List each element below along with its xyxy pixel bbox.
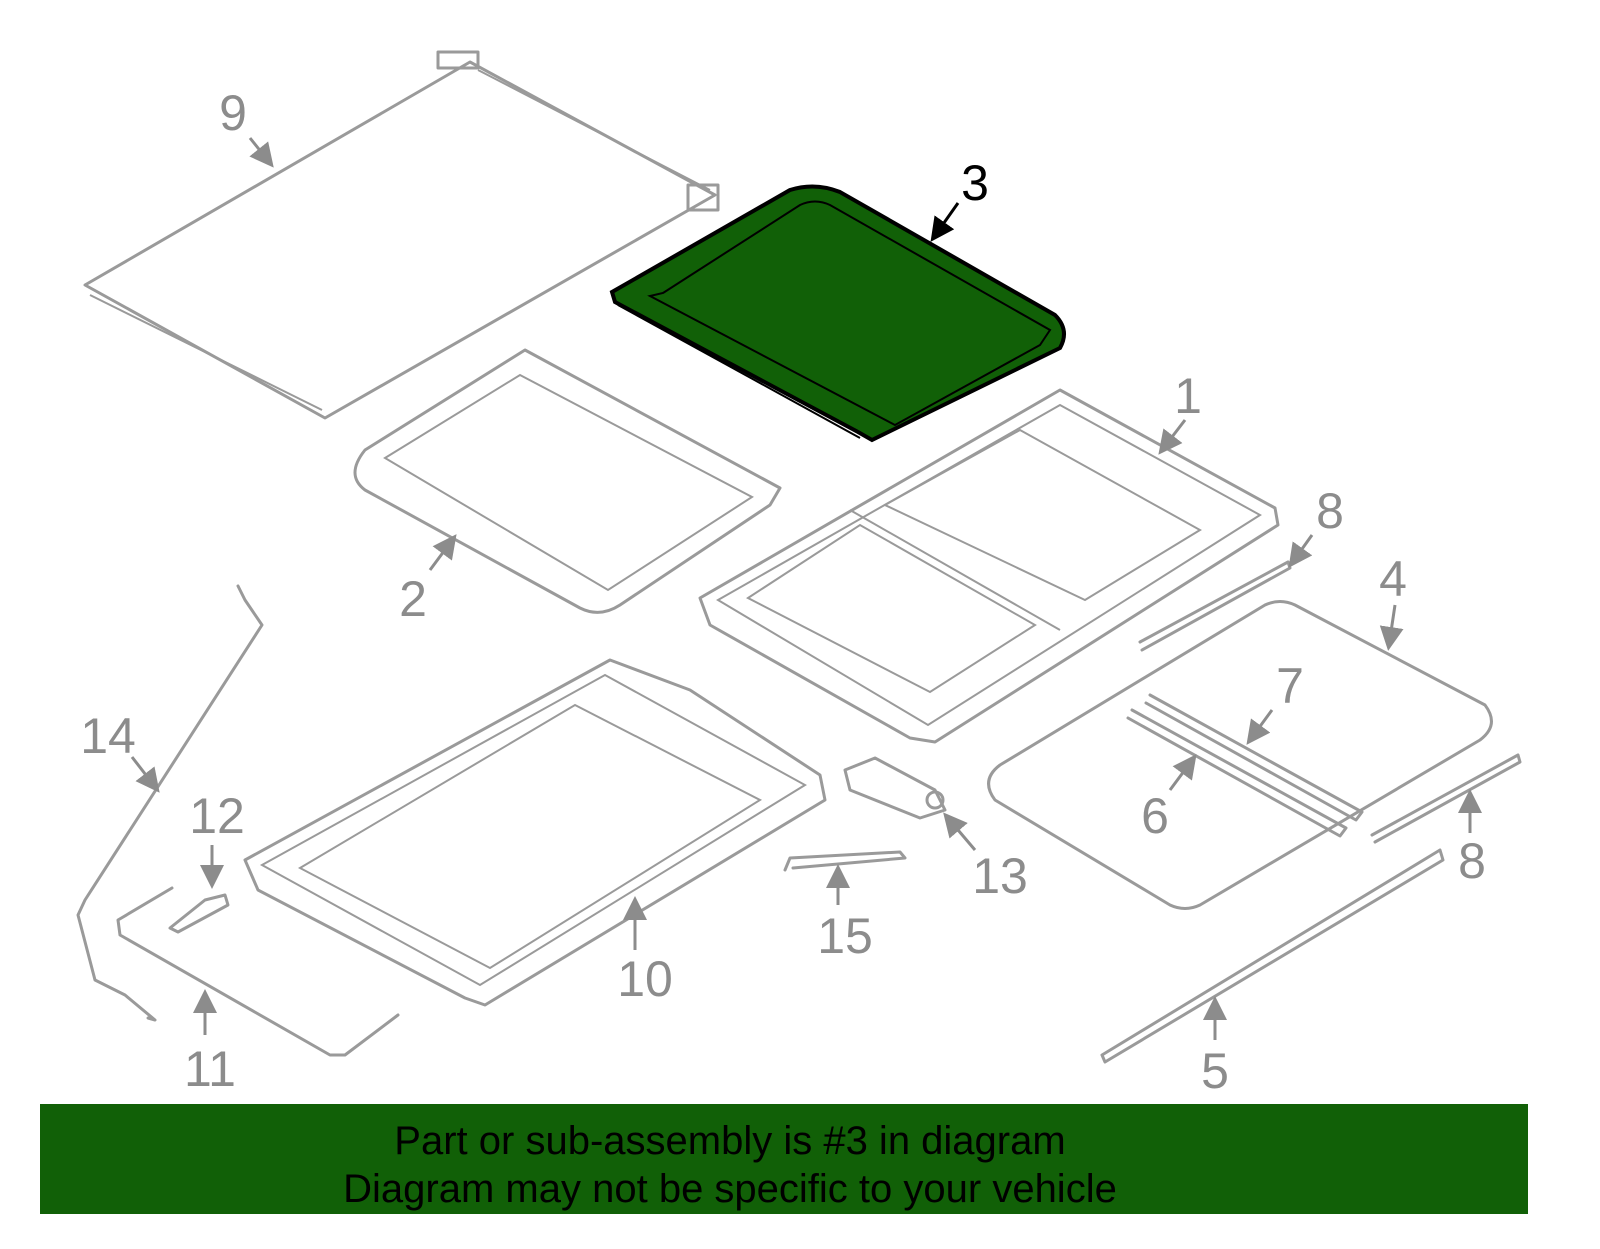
leader-arrows [130,137,1482,1040]
callout-7[interactable]: 7 [1276,658,1304,714]
callout-8-lower[interactable]: 8 [1458,833,1486,889]
callout-15[interactable]: 15 [817,908,873,964]
callout-5[interactable]: 5 [1201,1043,1229,1099]
part-15-bracket[interactable] [783,850,907,872]
callout-13[interactable]: 13 [972,848,1028,904]
part-1-frame[interactable] [698,388,1280,744]
callout-8-upper[interactable]: 8 [1316,483,1344,539]
part-14-drain-hose[interactable] [76,584,264,1022]
banner-line-1: Part or sub-assembly is #3 in diagram [394,1119,1066,1163]
callout-10[interactable]: 10 [617,951,673,1007]
callout-14[interactable]: 14 [80,708,136,764]
info-banner: Part or sub-assembly is #3 in diagram Di… [40,1104,1528,1214]
part-2-seal[interactable] [353,348,782,614]
callout-11[interactable]: 11 [184,1041,236,1097]
callout-2[interactable]: 2 [399,571,427,627]
part-12-clip[interactable] [168,893,230,934]
part-13-motor[interactable] [843,756,947,820]
callout-1[interactable]: 1 [1174,368,1202,424]
part-9-sunshade[interactable] [83,50,720,420]
part-7-deflector[interactable] [1144,693,1364,822]
part-8-strip-lower[interactable] [1370,753,1522,844]
callout-9[interactable]: 9 [219,85,247,141]
callout-3[interactable]: 3 [961,155,989,211]
part-10-frame[interactable] [243,658,827,1007]
callout-12[interactable]: 12 [189,788,245,844]
part-6-deflector[interactable] [1126,708,1348,838]
part-11-drain-hose[interactable] [116,886,400,1057]
part-5-molding[interactable] [1100,848,1445,1064]
part-3-glass-panel[interactable] [609,184,1066,443]
callout-4[interactable]: 4 [1379,551,1407,607]
banner-line-2: Diagram may not be specific to your vehi… [343,1167,1117,1211]
part-4-seal[interactable] [987,600,1493,910]
callout-6[interactable]: 6 [1141,788,1169,844]
